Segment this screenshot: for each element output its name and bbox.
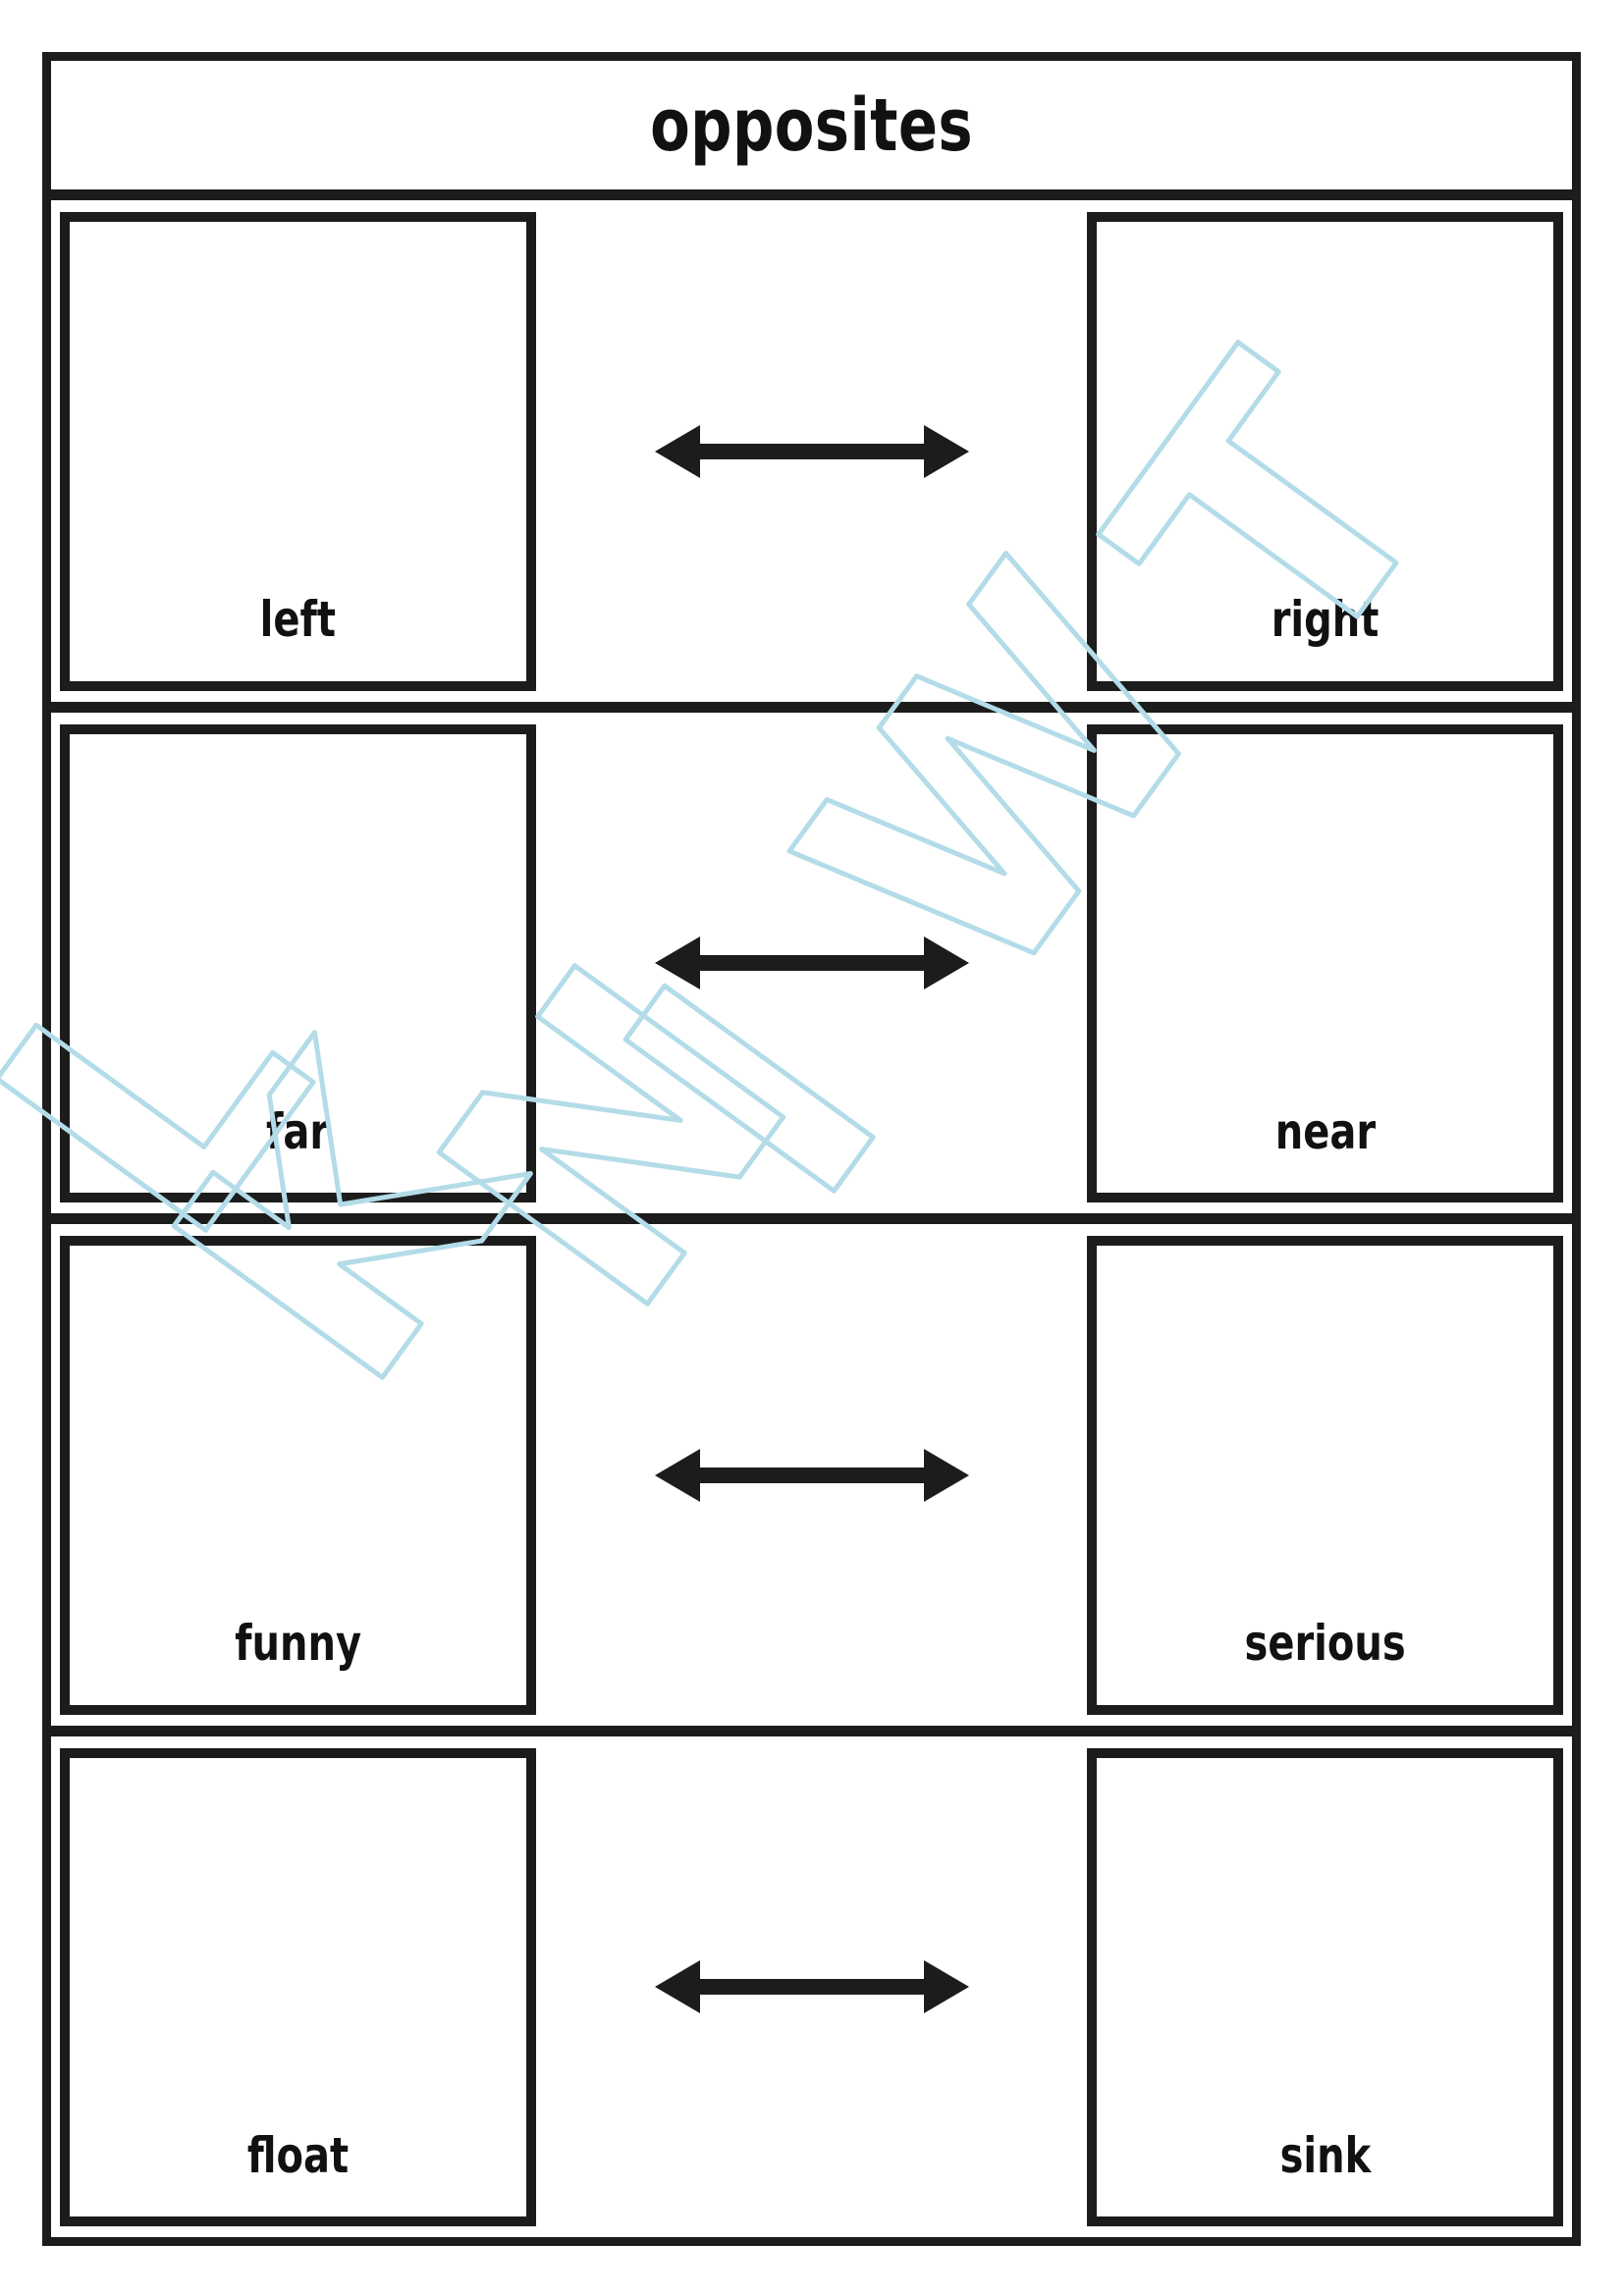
page-title: opposites (650, 82, 973, 168)
double-headed-arrow-icon (654, 1960, 969, 2014)
table-row: funny serious (51, 1224, 1572, 1736)
opposite-pairs-list: left right far near (51, 200, 1572, 2237)
table-row: left right (51, 200, 1572, 713)
title-bar: opposites (51, 61, 1572, 200)
double-headed-arrow-icon (654, 1448, 969, 1502)
worksheet-frame: opposites left right far (42, 52, 1581, 2246)
word-card-label: far (266, 1102, 330, 1160)
word-card-label: left (259, 591, 337, 648)
word-card-left[interactable]: float (60, 1747, 536, 2226)
table-row: far near (51, 713, 1572, 1224)
double-headed-arrow-icon (654, 936, 969, 990)
word-card-right[interactable]: right (1087, 212, 1563, 691)
word-card-label: serious (1244, 1615, 1406, 1672)
arrow-cell (536, 212, 1087, 691)
word-card-label: funny (235, 1615, 361, 1672)
arrow-cell (536, 1748, 1087, 2227)
arrow-cell (536, 1236, 1087, 1715)
word-card-label: near (1274, 1102, 1376, 1160)
table-row: float sink (51, 1736, 1572, 2238)
word-card-left[interactable]: left (60, 212, 536, 691)
word-card-label: sink (1279, 2126, 1371, 2184)
word-card-left[interactable]: funny (60, 1236, 536, 1715)
word-card-label: float (246, 2126, 350, 2184)
word-card-label: right (1271, 591, 1380, 648)
word-card-left[interactable]: far (60, 723, 536, 1202)
double-headed-arrow-icon (654, 424, 969, 478)
arrow-cell (536, 724, 1087, 1203)
word-card-right[interactable]: sink (1087, 1747, 1563, 2226)
word-card-right[interactable]: serious (1087, 1236, 1563, 1715)
word-card-right[interactable]: near (1087, 723, 1563, 1202)
